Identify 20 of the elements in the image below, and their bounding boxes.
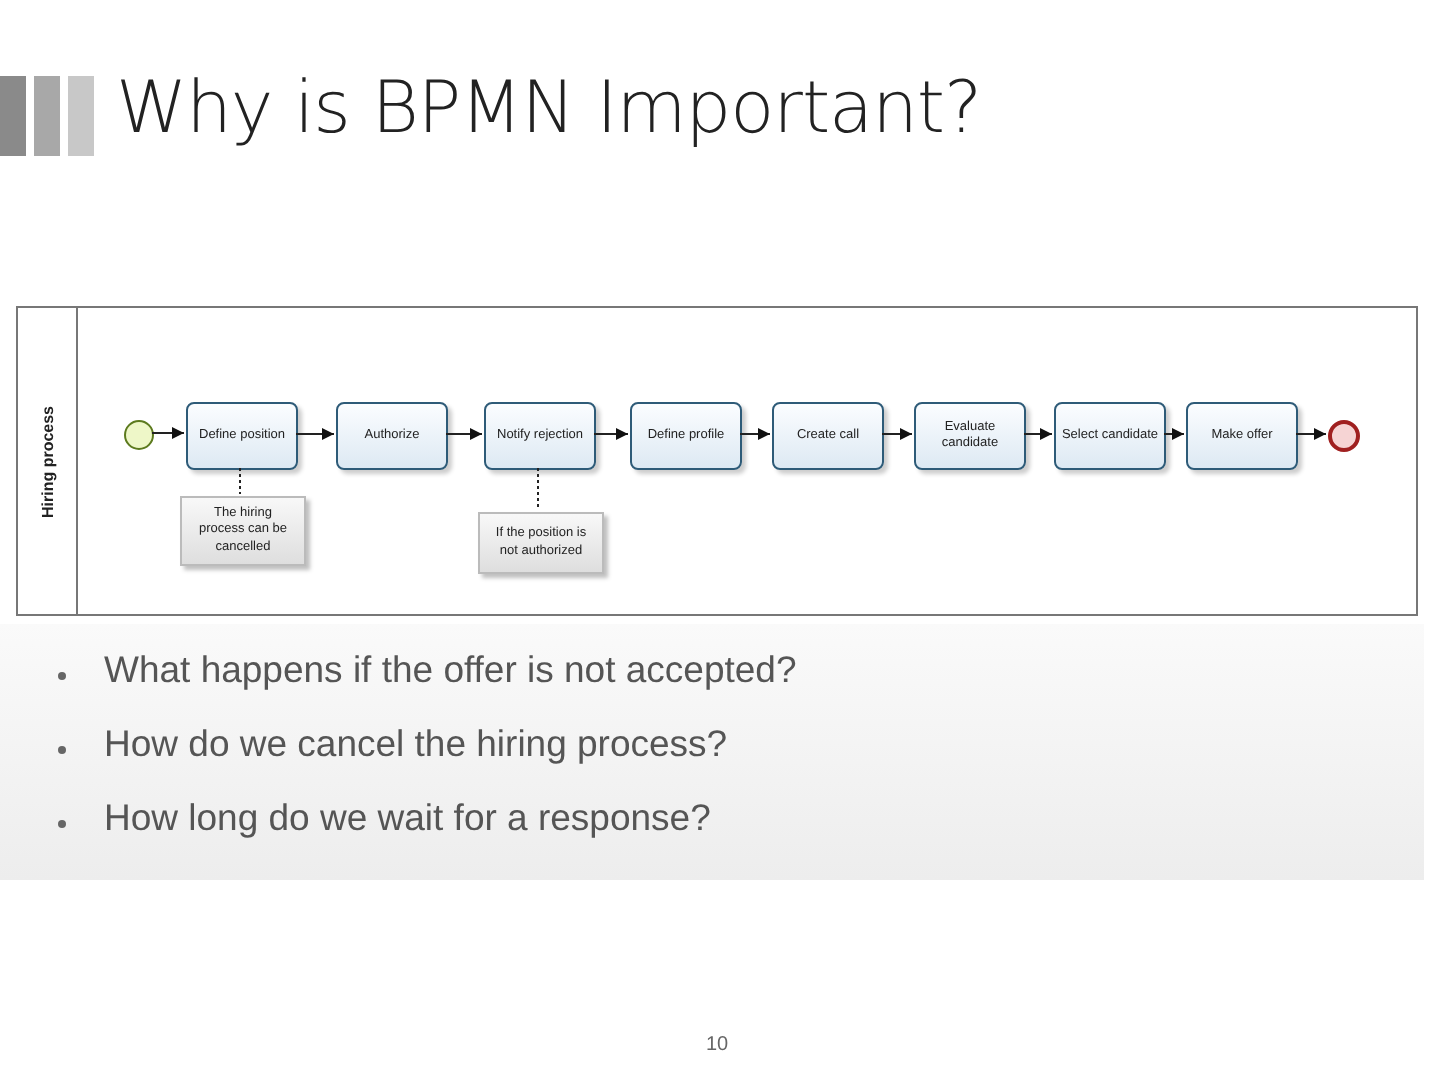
sequence-arrow — [881, 428, 913, 440]
start-event-circle — [124, 420, 154, 450]
end-event-circle — [1328, 420, 1360, 452]
bullet-text: How do we cancel the hiring process? — [104, 722, 728, 766]
sequence-arrow — [593, 428, 629, 440]
page-number: 10 — [706, 1034, 729, 1056]
pool-frame — [16, 306, 1418, 616]
bullet-text: How long do we wait for a response? — [104, 796, 711, 840]
sequence-arrow — [151, 427, 185, 439]
sequence-arrow — [1295, 428, 1327, 440]
bullet-text: What happens if the offer is not accepted? — [104, 648, 797, 692]
sequence-arrow — [1163, 428, 1185, 440]
sequence-arrow — [1023, 428, 1053, 440]
association-line — [239, 467, 241, 495]
lane-label: Hiring process — [38, 405, 56, 517]
sequence-arrow — [445, 428, 483, 440]
sequence-arrow — [739, 428, 771, 440]
slide-title: Why is BPMN Important? — [116, 68, 982, 150]
sequence-arrow — [295, 428, 335, 440]
association-line — [537, 467, 539, 511]
